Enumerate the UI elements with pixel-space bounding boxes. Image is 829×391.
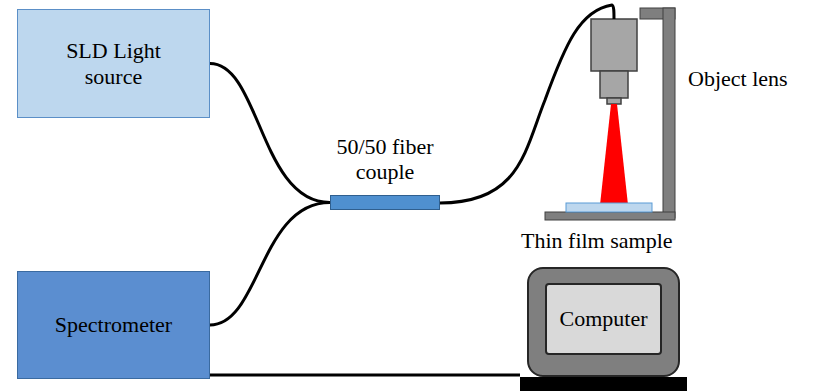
stand-post (663, 8, 675, 218)
coupler-label: 50/50 fiber couple (325, 134, 445, 185)
box-text: Spectrometer (55, 312, 172, 337)
stand-base (545, 212, 675, 220)
computer-monitor: Computer (520, 267, 687, 391)
box-text: SLD Light source (49, 38, 179, 89)
monitor-frame: Computer (527, 267, 680, 377)
fiber-connector (210, 374, 520, 377)
light-source-box: SLD Light source (17, 9, 210, 118)
monitor-screen: Computer (545, 283, 662, 355)
light-beam (600, 104, 628, 205)
screen-text: Computer (560, 306, 648, 331)
objective-tip (607, 98, 621, 104)
part-label: Thin film sample (521, 228, 673, 253)
fiber-connector (210, 64, 330, 203)
part-label: Object lens (688, 66, 788, 91)
objective-nose (600, 71, 628, 98)
thin-film-sample (566, 203, 652, 212)
coupler-bar (330, 195, 440, 210)
fiber-coupler: 50/50 fiber couple (300, 132, 470, 214)
fiber (440, 5, 614, 203)
monitor-base (520, 377, 687, 391)
fiber-connector (210, 203, 330, 326)
objective-body (591, 19, 637, 71)
spectrometer-box: Spectrometer (17, 271, 210, 379)
